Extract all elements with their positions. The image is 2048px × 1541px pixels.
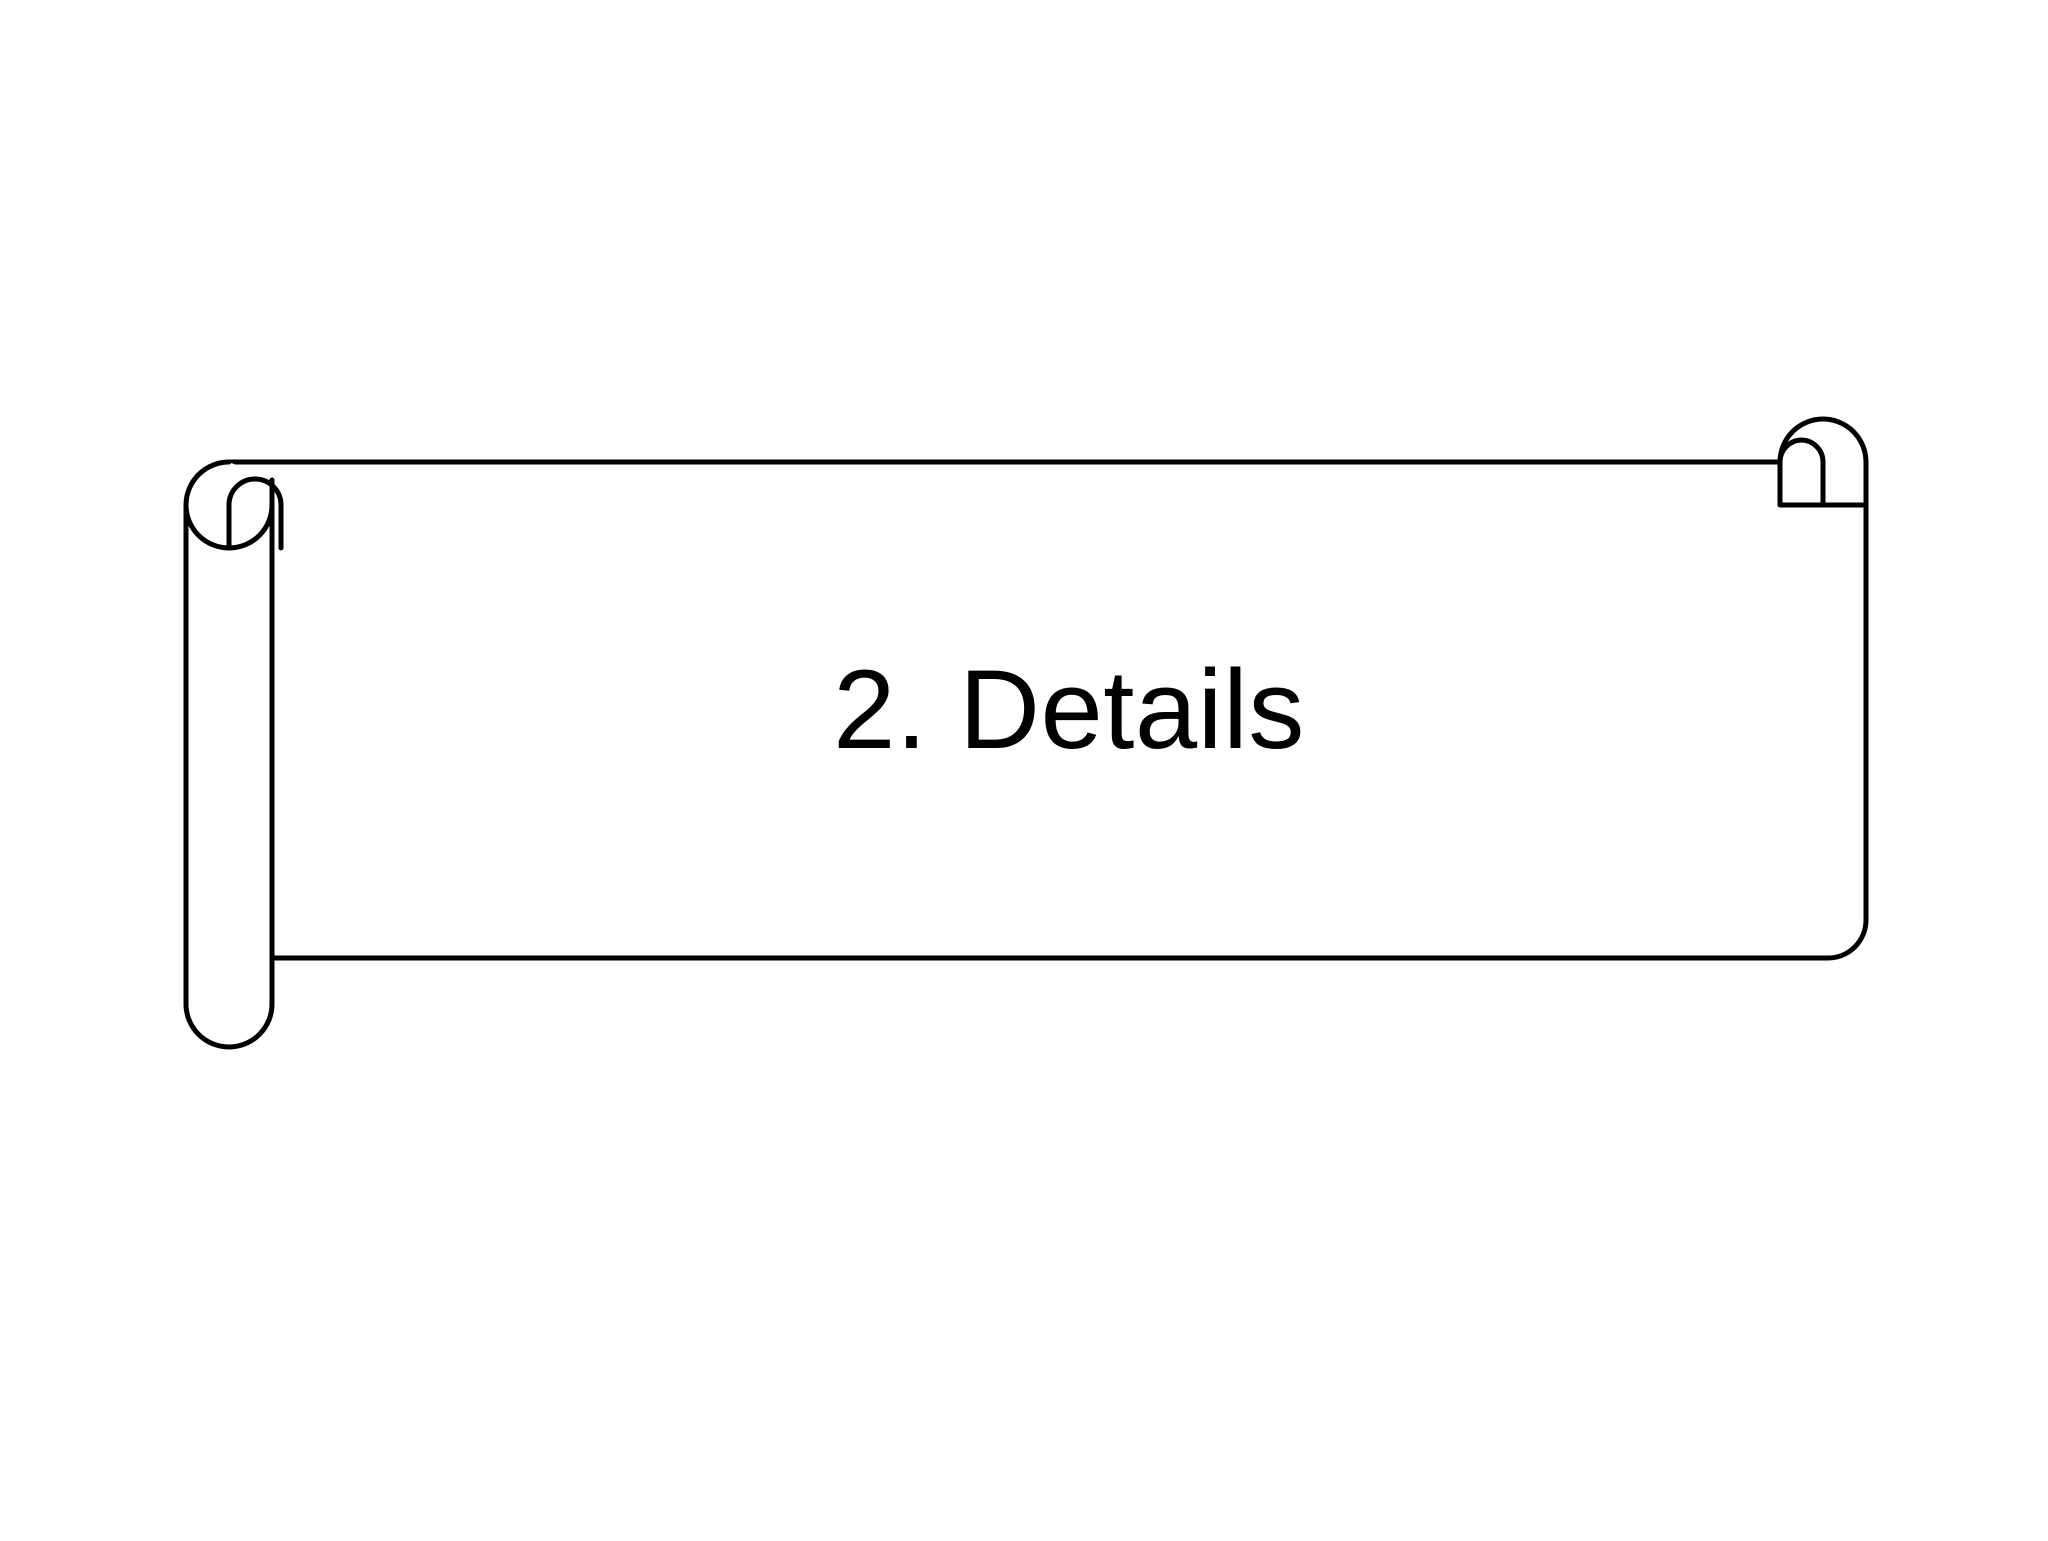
right-roll-inner-spiral	[1777, 437, 1826, 508]
left-roll-tube	[183, 505, 275, 1050]
left-roll-inner-spiral	[226, 476, 284, 551]
banner-sheet-path	[226, 459, 1869, 961]
